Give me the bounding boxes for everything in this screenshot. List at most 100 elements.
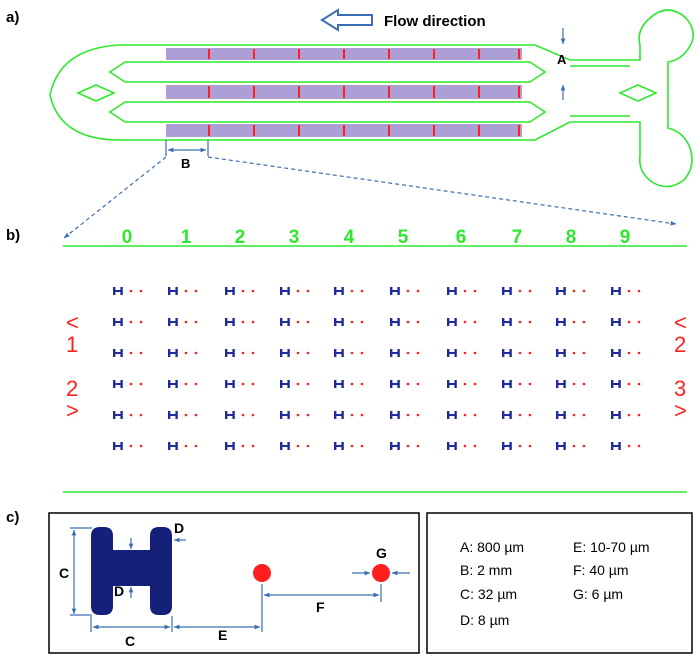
dimension-A-label: A <box>557 52 567 67</box>
red-dot <box>129 289 133 293</box>
red-dot <box>582 444 586 448</box>
red-dot <box>582 351 586 355</box>
red-dot <box>129 382 133 386</box>
h-pillar-icon <box>390 442 400 450</box>
red-dot <box>416 382 420 386</box>
h-pillar-icon <box>334 411 344 419</box>
red-dot <box>582 413 586 417</box>
h-pillar-icon <box>113 442 123 450</box>
red-dot <box>350 382 354 386</box>
red-dot <box>360 382 364 386</box>
red-dot <box>416 413 420 417</box>
h-pillar-icon <box>556 318 566 326</box>
h-pillar-icon <box>225 318 235 326</box>
red-dot <box>184 351 188 355</box>
red-dot <box>350 444 354 448</box>
h-pillar-icon <box>225 411 235 419</box>
h-pillar-icon <box>168 349 178 357</box>
red-dot <box>194 382 198 386</box>
param-B: B: 2 mm <box>460 562 512 578</box>
h-pillar-icon <box>556 349 566 357</box>
panel-c-label: c) <box>6 509 19 526</box>
h-pillar-icon <box>556 380 566 388</box>
param-A: A: 800 µm <box>460 539 524 555</box>
column-number-7: 7 <box>512 227 523 248</box>
param-F: F: 40 µm <box>573 562 629 578</box>
red-dot <box>360 413 364 417</box>
red-dot <box>241 382 245 386</box>
red-dot <box>251 444 255 448</box>
red-dot <box>139 382 143 386</box>
h-pillar-icon <box>502 380 512 388</box>
h-pillar-icon <box>447 318 457 326</box>
red-dot <box>306 382 310 386</box>
red-dot <box>518 289 522 293</box>
red-dot <box>129 413 133 417</box>
dot-2 <box>372 564 390 582</box>
pillar-grid <box>113 287 641 450</box>
red-dot <box>572 351 576 355</box>
red-dot <box>184 444 188 448</box>
red-dot <box>350 413 354 417</box>
h-pillar-icon <box>556 442 566 450</box>
h-pillar-icon <box>611 318 621 326</box>
column-number-4: 4 <box>344 227 355 248</box>
left-bottom-number: 2 <box>66 376 78 401</box>
h-pillar-icon <box>113 380 123 388</box>
red-dot <box>139 320 143 324</box>
red-dot <box>518 320 522 324</box>
h-pillar-icon <box>334 318 344 326</box>
red-dot <box>306 413 310 417</box>
h-pillar-icon <box>502 411 512 419</box>
flow-direction-label: Flow direction <box>384 13 486 30</box>
h-pillar-icon <box>390 318 400 326</box>
red-dot <box>627 351 631 355</box>
right-chevron-up-icon: < <box>674 310 687 335</box>
panel-b-label: b) <box>6 227 20 244</box>
red-dot <box>473 320 477 324</box>
dimension-B <box>165 140 209 156</box>
red-dot <box>241 351 245 355</box>
red-dot <box>139 351 143 355</box>
red-dot <box>251 289 255 293</box>
flow-arrow-icon <box>320 8 373 32</box>
red-dot <box>463 413 467 417</box>
red-dot <box>473 351 477 355</box>
red-dot <box>241 320 245 324</box>
parameter-box <box>426 512 693 654</box>
red-dot <box>360 320 364 324</box>
red-dot <box>306 289 310 293</box>
red-dot <box>194 320 198 324</box>
red-dot <box>627 289 631 293</box>
red-dot <box>518 351 522 355</box>
column-number-3: 3 <box>289 227 300 248</box>
left-chevron-down-icon: > <box>66 398 79 423</box>
right-top-number: 2 <box>674 332 686 357</box>
red-dot <box>241 289 245 293</box>
red-dot <box>528 444 532 448</box>
h-pillar-icon <box>168 411 178 419</box>
red-dot <box>528 289 532 293</box>
panel-a-label: a) <box>6 9 19 26</box>
right-markers: < 2 3 > <box>674 310 687 423</box>
h-pillar-icon <box>611 349 621 357</box>
column-number-6: 6 <box>456 227 467 248</box>
red-dot <box>582 289 586 293</box>
red-dot <box>296 413 300 417</box>
red-dot <box>572 320 576 324</box>
h-pillar-icon <box>280 318 290 326</box>
red-dot <box>416 444 420 448</box>
red-dot <box>194 289 198 293</box>
h-pillar-icon <box>225 380 235 388</box>
red-dot <box>184 413 188 417</box>
red-dot <box>241 444 245 448</box>
h-pillar-icon <box>225 349 235 357</box>
h-pillar-icon <box>168 380 178 388</box>
h-pillar-icon <box>334 442 344 450</box>
h-pillar-icon <box>225 442 235 450</box>
column-number-9: 9 <box>620 227 631 248</box>
h-pillar-shape <box>91 527 172 615</box>
h-pillar-icon <box>390 349 400 357</box>
red-dot <box>406 320 410 324</box>
red-dot <box>296 351 300 355</box>
